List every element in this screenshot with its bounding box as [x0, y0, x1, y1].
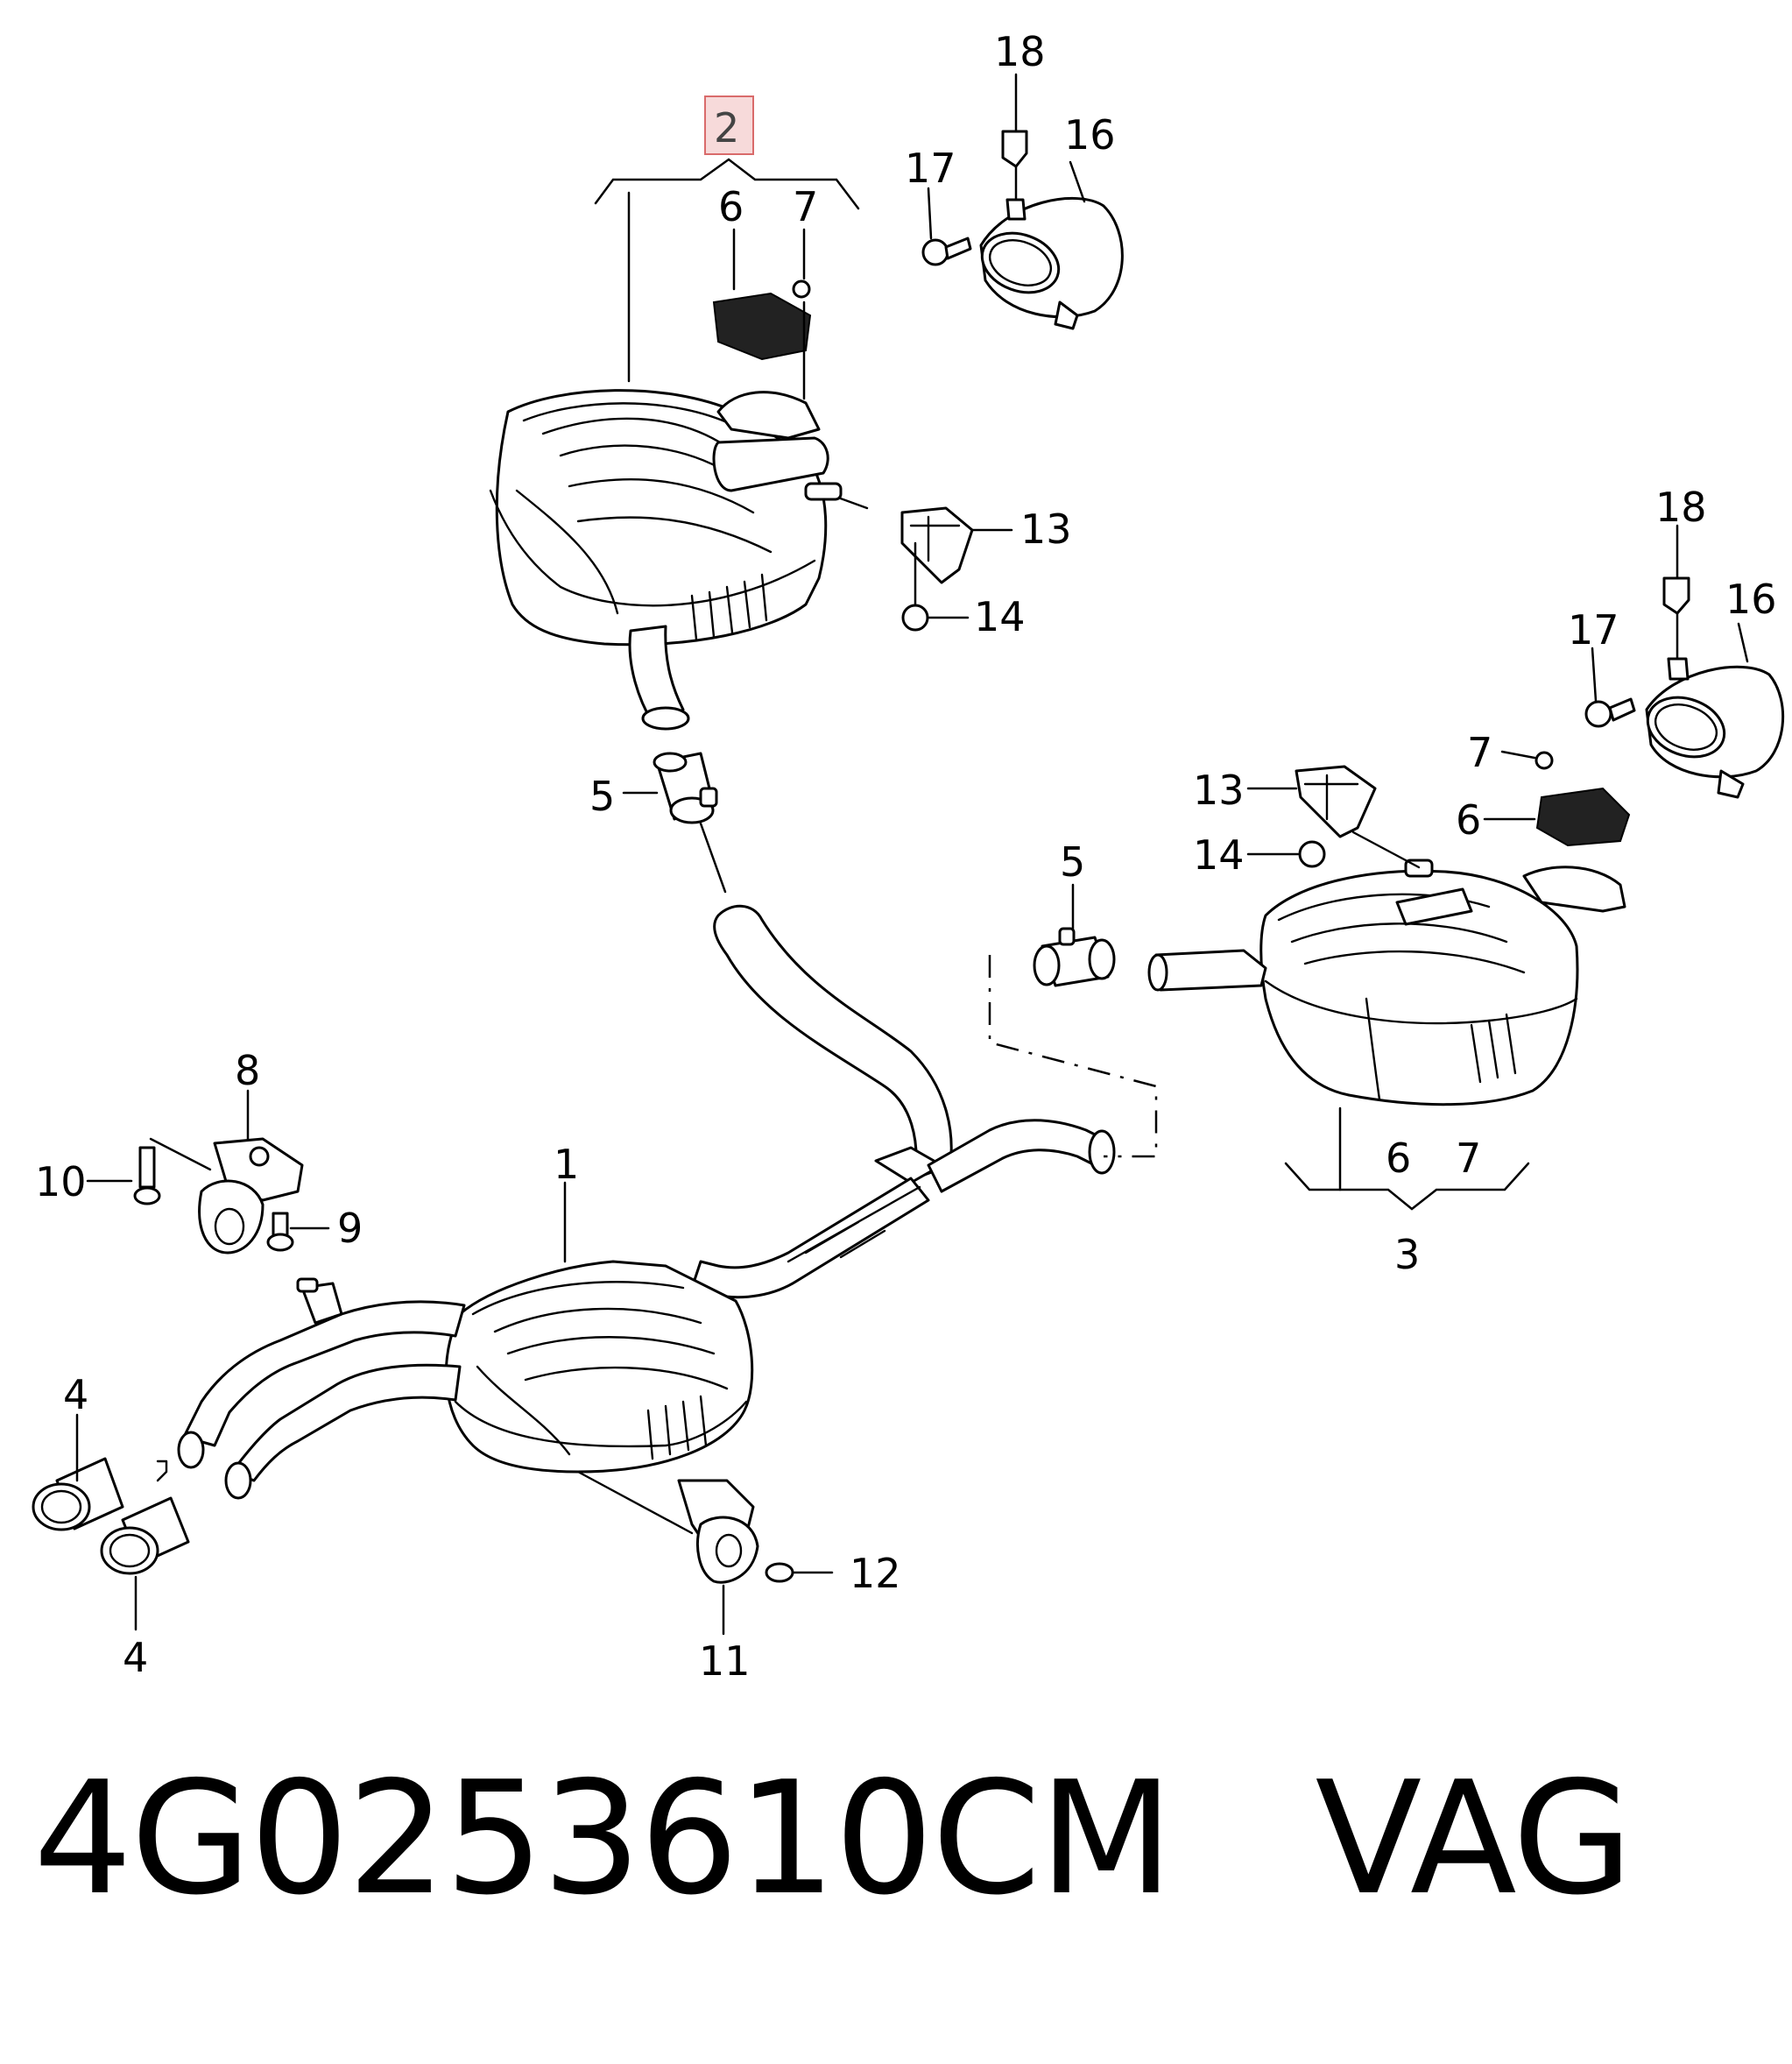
leader-lines [75, 73, 1749, 1636]
callout-13-top[interactable]: 13 [1020, 505, 1072, 553]
callout-18-right[interactable]: 18 [1655, 484, 1707, 531]
callout-14-right[interactable]: 14 [1193, 831, 1245, 879]
part-number-caption: 4G0253610CM VAG [33, 1761, 1633, 1917]
callout-10[interactable]: 10 [35, 1158, 87, 1205]
callout-5-right[interactable]: 5 [1060, 838, 1085, 886]
bracket-13-14-right [1295, 765, 1377, 868]
callout-8[interactable]: 8 [235, 1047, 260, 1094]
callout-11[interactable]: 11 [699, 1637, 751, 1685]
callout-13-right[interactable]: 13 [1193, 767, 1245, 814]
mount-8-9-10 [133, 1137, 304, 1255]
bracket-13-14-top [900, 506, 974, 632]
callout-17-right[interactable]: 17 [1568, 606, 1619, 654]
callout-12[interactable]: 12 [850, 1550, 901, 1597]
caption-spacer [1172, 1748, 1316, 1929]
callout-5-top[interactable]: 5 [589, 773, 615, 820]
highlight-box-2 [704, 95, 754, 155]
dashed-connector [988, 955, 1158, 1158]
rear-muffler-right [1147, 831, 1579, 1106]
rear-muffler-left [489, 389, 869, 731]
mount-11-12 [576, 1470, 794, 1584]
clamp-5-right [1033, 927, 1116, 987]
tailpipe-tip-top [921, 130, 1124, 330]
callout-18-top[interactable]: 18 [994, 28, 1046, 75]
callout-16-top[interactable]: 16 [1064, 111, 1116, 159]
callout-14-top[interactable]: 14 [974, 593, 1026, 640]
callout-labels: 2 6 7 17 18 16 13 14 5 18 17 16 7 13 6 1… [35, 28, 1777, 1685]
part-number: 4G0253610CM [33, 1748, 1174, 1929]
callout-7-right[interactable]: 7 [1467, 729, 1492, 776]
callout-6-bottom-right[interactable]: 6 [1386, 1134, 1411, 1182]
actuator-right [1522, 751, 1631, 913]
callout-4-bottom[interactable]: 4 [123, 1634, 148, 1681]
exhaust-pipe-assembly [177, 904, 1116, 1500]
actuator-top-left [712, 279, 821, 440]
callout-7-bottom-right[interactable]: 7 [1456, 1134, 1481, 1182]
callout-2[interactable]: 2 [714, 104, 739, 152]
callout-6-right[interactable]: 6 [1456, 796, 1481, 844]
callout-3[interactable]: 3 [1394, 1231, 1420, 1278]
callout-16-right[interactable]: 16 [1725, 576, 1777, 623]
clamp-4-front [32, 1457, 190, 1575]
callout-9[interactable]: 9 [337, 1205, 363, 1252]
callout-4-top[interactable]: 4 [63, 1371, 88, 1418]
brand-name: VAG [1315, 1748, 1633, 1929]
callout-6-top[interactable]: 6 [718, 183, 744, 230]
callout-1[interactable]: 1 [554, 1141, 579, 1188]
callout-17-top[interactable]: 17 [905, 145, 956, 192]
callout-7-top[interactable]: 7 [793, 183, 818, 230]
tailpipe-tip-right [1584, 576, 1785, 799]
clamp-5-upper [653, 752, 718, 824]
